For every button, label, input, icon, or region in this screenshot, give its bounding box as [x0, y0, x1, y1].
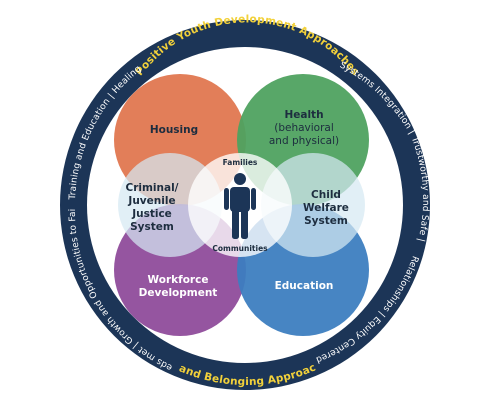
families-label: Families [223, 158, 258, 167]
child-welfare-label-2: Welfare [303, 202, 349, 214]
criminal-justice-label-2: Juvenile [127, 195, 175, 207]
communities-label: Communities [212, 244, 268, 253]
health-sub-label-2: and physical) [269, 135, 339, 147]
workforce-label-2: Development [139, 287, 218, 299]
health-label: Health [284, 109, 323, 121]
child-welfare-circle [261, 153, 365, 257]
child-welfare-label-3: System [304, 215, 348, 227]
workforce-label-1: Workforce [148, 274, 209, 286]
person-icon [224, 173, 256, 239]
education-label: Education [275, 280, 334, 292]
criminal-justice-label-3: Justice [131, 208, 172, 220]
health-sub-label-1: (behavioral [274, 122, 334, 134]
criminal-justice-label-4: System [130, 221, 174, 233]
housing-label: Housing [150, 124, 198, 136]
child-welfare-label-1: Child [311, 189, 341, 201]
criminal-justice-label-1: Criminal/ [125, 182, 178, 194]
